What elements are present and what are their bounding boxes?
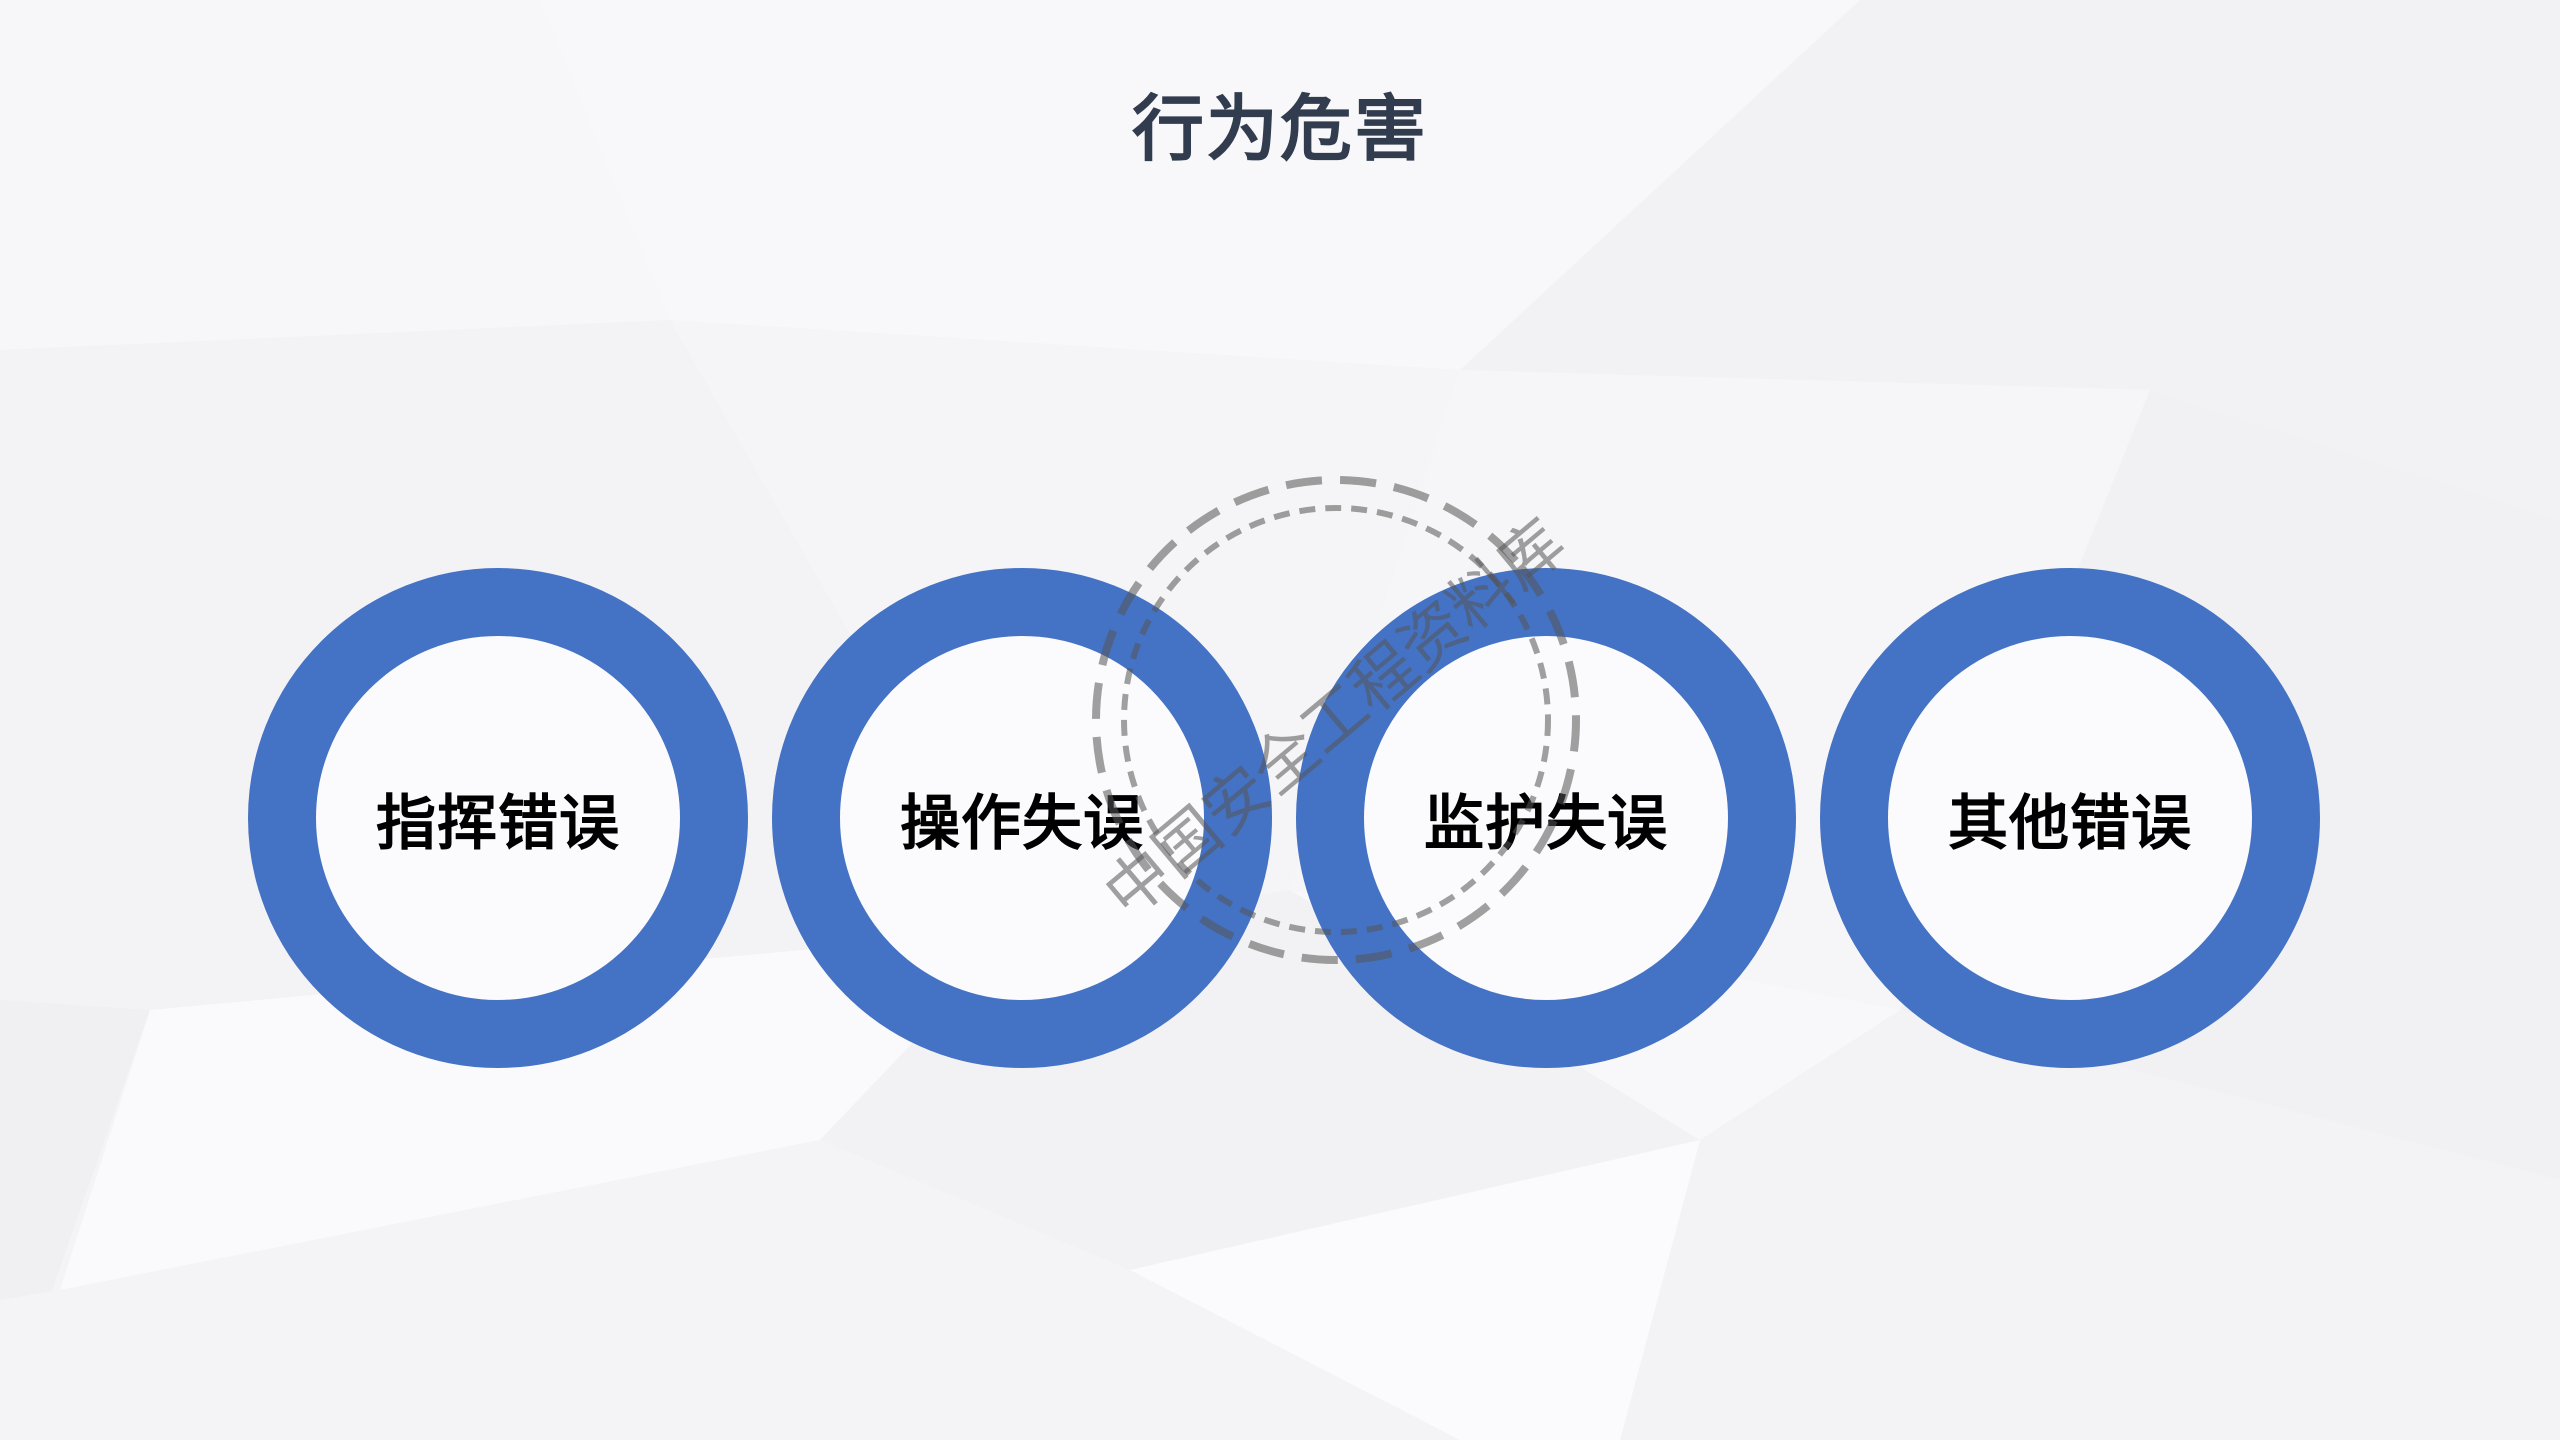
circle-label: 监护失误 — [1424, 788, 1668, 859]
circle-item-command-error: 指挥错误 — [248, 568, 748, 1068]
circle-item-other-error: 其他错误 — [1820, 568, 2320, 1068]
circle-label: 指挥错误 — [376, 788, 620, 859]
page-title: 行为危害 — [1131, 87, 1428, 171]
circle-label: 其他错误 — [1948, 788, 2192, 859]
circle-label: 操作失误 — [900, 788, 1144, 859]
circle-item-operation-error: 操作失误 — [772, 568, 1272, 1068]
circle-item-monitoring-error: 监护失误 — [1296, 568, 1796, 1068]
